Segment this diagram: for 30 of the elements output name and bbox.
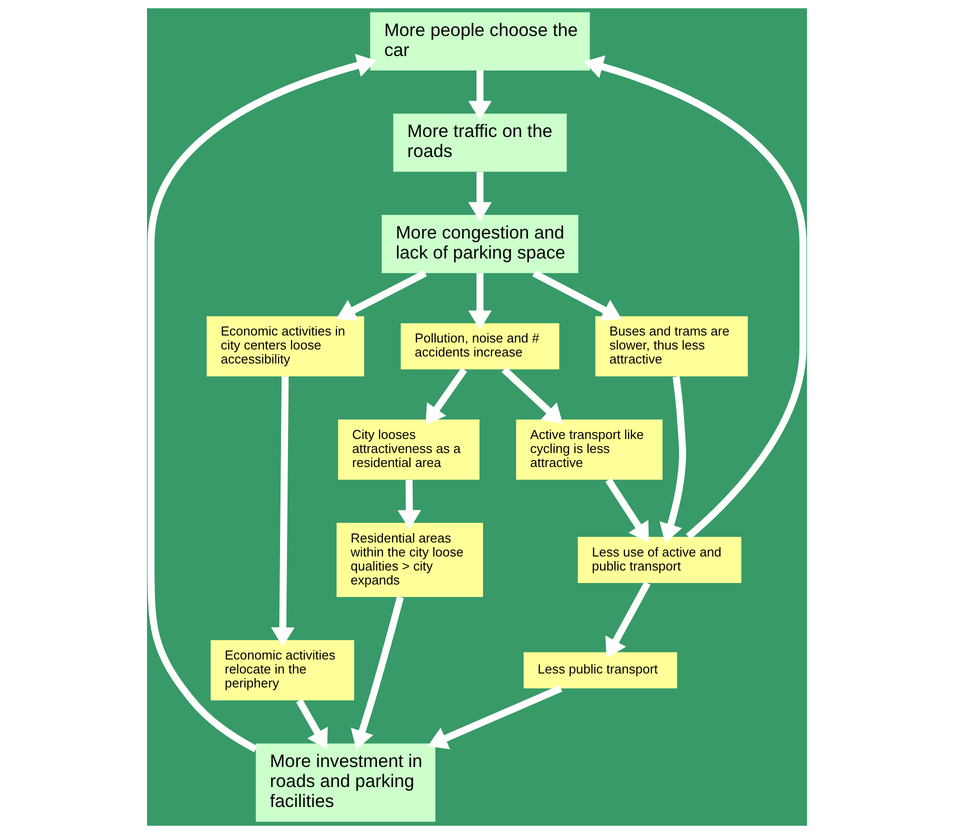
arrow	[148, 54, 376, 752]
arrow	[468, 172, 492, 222]
arrow	[336, 270, 427, 321]
node-box: City looses attractiveness as a residential area	[338, 420, 480, 480]
node-box: Less public transport	[524, 652, 678, 688]
node-box: Residential areas within the city loose qualities > city expands	[336, 522, 484, 598]
node-box: Pollution, noise and # accidents increase	[400, 323, 560, 370]
arrow	[350, 596, 404, 750]
node-box: Economic activities relocate in the periphery	[210, 640, 354, 700]
node-box: More congestion and lack of parking space	[382, 214, 578, 274]
arrow	[398, 480, 422, 530]
arrow	[428, 685, 562, 750]
node-box: Less use of active and public transport	[578, 536, 742, 583]
arrow	[532, 270, 622, 321]
node-box: More people choose the car	[370, 12, 590, 70]
arrow	[605, 581, 651, 658]
node-box: More traffic on the roads	[393, 114, 567, 172]
node-box: More investment in roads and parking facilities	[256, 744, 436, 822]
arrow	[468, 70, 492, 120]
arrow	[502, 366, 563, 424]
node-box: Active transport like cycling is less attractive	[516, 420, 663, 480]
arrow	[605, 478, 649, 542]
node-box: Economic activities in city centers loose accessibility	[206, 316, 364, 376]
arrow	[296, 698, 328, 750]
arrow	[271, 376, 295, 647]
node-box: Buses and trams are slower, thus less attractive	[595, 316, 748, 376]
arrow	[468, 273, 492, 330]
arrow	[659, 376, 686, 544]
arrow	[584, 55, 806, 540]
arrow	[426, 368, 468, 425]
